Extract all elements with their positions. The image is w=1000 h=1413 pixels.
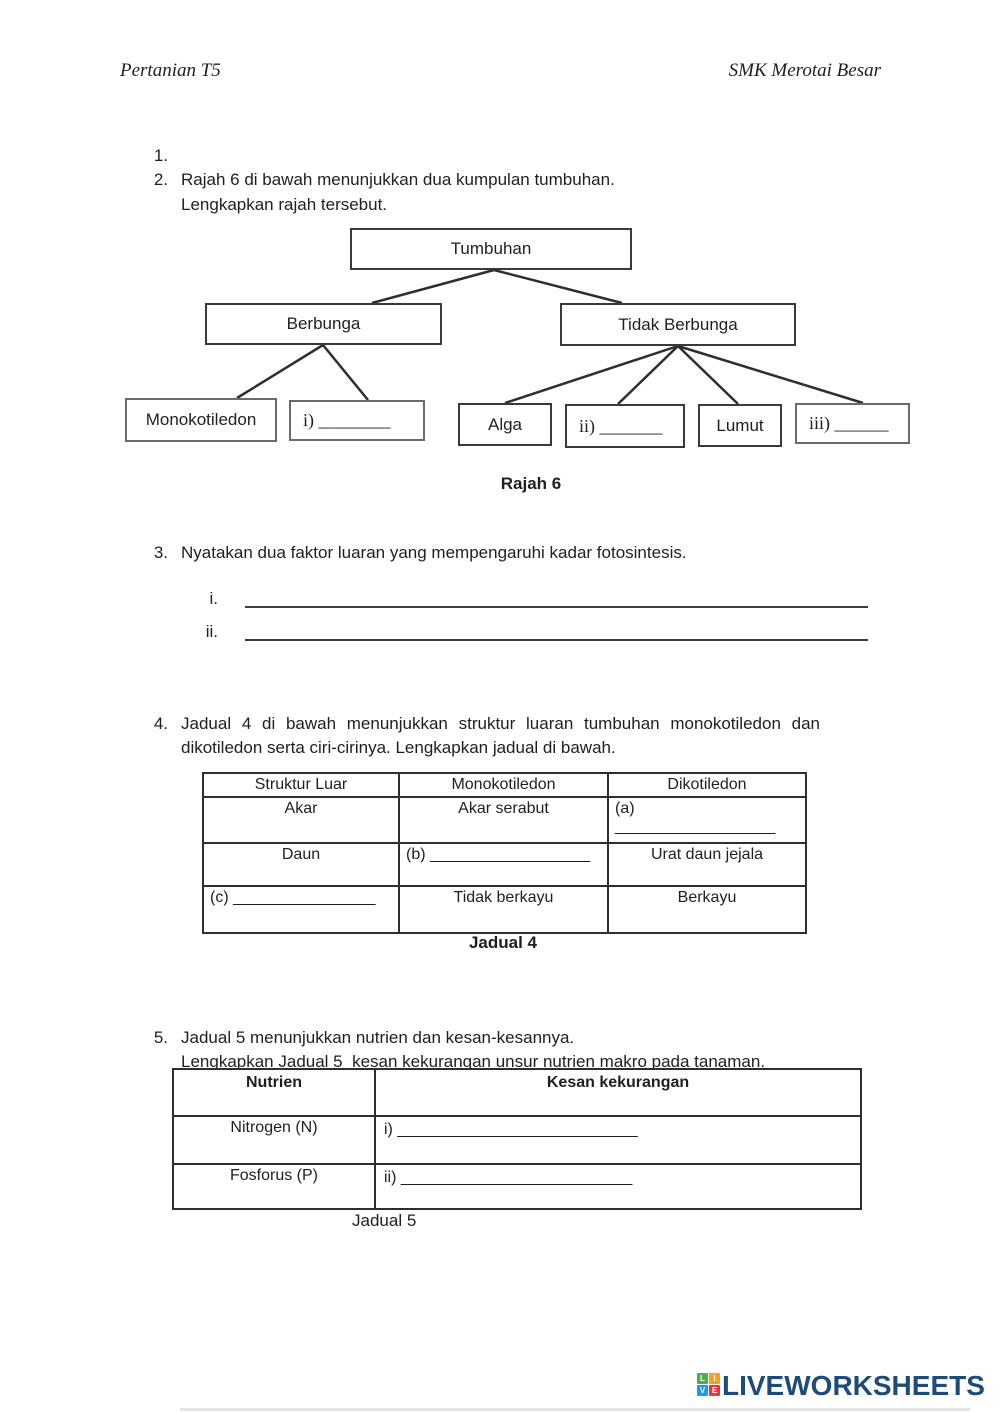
question-3-item-i-label: i. (209, 589, 219, 608)
diagram-node-monokotiledon: Monokotiledon (125, 398, 277, 442)
diagram-node-berbunga: Berbunga (205, 303, 442, 345)
diagram-blank-i[interactable]: i) ________ (289, 400, 425, 441)
jadual-4-table: Struktur Luar Monokotiledon Dikotiledon … (202, 772, 807, 934)
diagram-rajah-6: Tumbuhan Berbunga Tidak Berbunga Monokot… (0, 0, 1000, 500)
jadual4-header-monokotiledon: Monokotiledon (398, 772, 609, 798)
jadual4-cell-tidak-berkayu: Tidak berkayu (398, 885, 609, 934)
question-3-number: 3. (153, 543, 168, 562)
diagram-node-tidak-berbunga: Tidak Berbunga (560, 303, 796, 346)
logo-square-i: I (709, 1373, 720, 1384)
question-2-text-line1: Rajah 6 di bawah menunjukkan dua kumpula… (181, 170, 615, 189)
jadual5-header-nutrien: Nutrien (172, 1068, 376, 1117)
diagram-node-tumbuhan: Tumbuhan (350, 228, 632, 270)
question-4-number: 4. (153, 714, 168, 733)
question-5-text-line1: Jadual 5 menunjukkan nutrien dan kesan-k… (181, 1028, 575, 1047)
jadual4-cell-berkayu: Berkayu (607, 885, 807, 934)
question-3-item-ii-label: ii. (205, 622, 218, 641)
question-4-text-line1: Jadual 4 di bawah menunjukkan struktur l… (181, 714, 820, 733)
jadual4-cell-daun: Daun (202, 842, 400, 887)
jadual-5-caption: Jadual 5 (352, 1211, 417, 1230)
jadual4-cell-akar: Akar (202, 796, 400, 844)
liveworksheets-logo-text: LIVEWORKSHEETS (722, 1370, 985, 1401)
jadual-4-caption: Jadual 4 (468, 933, 538, 952)
scan-artifact-line (180, 1408, 970, 1411)
jadual4-blank-a[interactable]: (a) __________________ (607, 796, 807, 844)
jadual4-header-dikotiledon: Dikotiledon (607, 772, 807, 798)
diagram-node-lumut: Lumut (698, 404, 782, 447)
question-3-answer-line-ii[interactable] (245, 621, 868, 641)
jadual-5-table: Nutrien Kesan kekurangan Nitrogen (N) i)… (172, 1068, 862, 1210)
jadual4-cell-akar-serabut: Akar serabut (398, 796, 609, 844)
question-5-number: 5. (153, 1028, 168, 1047)
header-school-name: SMK Merotai Besar (728, 60, 881, 81)
logo-square-e: E (709, 1385, 720, 1396)
question-4-text-line2: dikotiledon serta ciri-cirinya. Lengkapk… (181, 738, 616, 757)
jadual5-blank-ii[interactable]: ii) __________________________ (374, 1163, 862, 1210)
jadual5-header-kesan-kekurangan: Kesan kekurangan (374, 1068, 862, 1117)
question-3-text: Nyatakan dua faktor luaran yang mempenga… (181, 543, 687, 562)
diagram-node-alga: Alga (458, 403, 552, 446)
logo-square-l: L (697, 1373, 708, 1384)
question-5-text-line2: Lengkapkan Jadual 5 kesan kekurangan uns… (181, 1052, 766, 1071)
jadual5-blank-i[interactable]: i) ___________________________ (374, 1115, 862, 1165)
jadual4-header-struktur-luar: Struktur Luar (202, 772, 400, 798)
liveworksheets-logo-icon: L I V E (697, 1373, 721, 1397)
question-3-answer-line-i[interactable] (245, 588, 868, 608)
jadual4-blank-c[interactable]: (c) ________________ (202, 885, 400, 934)
jadual4-cell-urat-daun-jejala: Urat daun jejala (607, 842, 807, 887)
question-2-text-line2: Lengkapkan rajah tersebut. (181, 195, 388, 214)
question-2-number: 2. (153, 170, 168, 189)
header-course-title: Pertanian T5 (120, 60, 221, 81)
question-1-number: 1. (153, 146, 168, 165)
logo-square-v: V (697, 1385, 708, 1396)
diagram-blank-ii[interactable]: ii) _______ (565, 404, 685, 448)
diagram-blank-iii[interactable]: iii) ______ (795, 403, 910, 444)
jadual4-blank-b[interactable]: (b) __________________ (398, 842, 609, 887)
jadual5-cell-nitrogen: Nitrogen (N) (172, 1115, 376, 1165)
jadual5-cell-fosforus: Fosforus (P) (172, 1163, 376, 1210)
diagram-caption: Rajah 6 (500, 474, 562, 493)
